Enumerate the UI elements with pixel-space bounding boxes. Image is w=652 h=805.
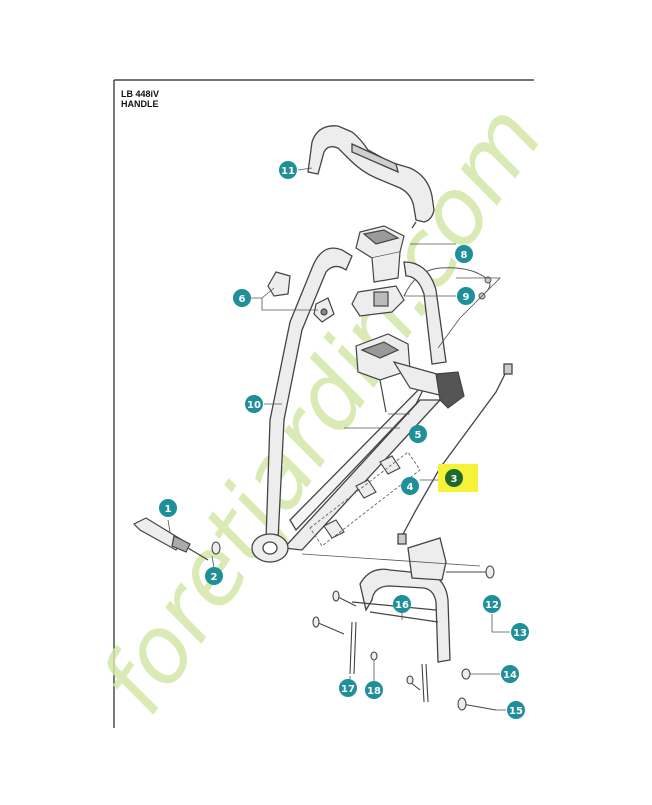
- svg-text:2: 2: [211, 572, 218, 583]
- svg-text:9: 9: [463, 292, 470, 303]
- callouts: 11 8 9 6 10 5 4 3 1 2 12 16 13 14 17 18 …: [159, 161, 529, 719]
- svg-text:8: 8: [461, 250, 468, 261]
- svg-text:16: 16: [395, 600, 409, 611]
- part-main-frame: [265, 247, 447, 551]
- svg-text:5: 5: [415, 430, 422, 441]
- callout-4[interactable]: 4: [401, 477, 419, 495]
- svg-text:14: 14: [503, 670, 517, 681]
- svg-text:18: 18: [367, 686, 381, 697]
- part-pivot: [251, 533, 289, 563]
- page-border: [113, 79, 534, 728]
- part-washer: [211, 541, 221, 555]
- svg-text:13: 13: [513, 628, 527, 639]
- part-bolt-knob: [132, 517, 209, 561]
- callout-14[interactable]: 14: [501, 665, 519, 683]
- svg-text:11: 11: [281, 166, 295, 177]
- svg-text:1: 1: [165, 504, 172, 515]
- callout-1[interactable]: 1: [159, 499, 177, 517]
- watermark: foretjardin.com: [80, 86, 564, 732]
- svg-text:12: 12: [485, 600, 499, 611]
- part-lower-housing: [355, 333, 465, 413]
- part-lower-bracket: [351, 537, 451, 663]
- callout-10[interactable]: 10: [245, 395, 263, 413]
- callout-12[interactable]: 12: [483, 595, 501, 613]
- callout-2[interactable]: 2: [205, 567, 223, 585]
- callout-8[interactable]: 8: [455, 245, 473, 263]
- svg-text:17: 17: [341, 684, 355, 695]
- callout-18[interactable]: 18: [365, 681, 383, 699]
- watermark-text: foretjardin.com: [80, 86, 564, 732]
- callout-13[interactable]: 13: [511, 623, 529, 641]
- part-top-handle: [307, 125, 435, 229]
- callout-3[interactable]: 3: [445, 469, 463, 487]
- svg-text:15: 15: [509, 706, 523, 717]
- callout-16[interactable]: 16: [393, 595, 411, 613]
- svg-text:4: 4: [407, 482, 414, 493]
- callout-5[interactable]: 5: [409, 425, 427, 443]
- callout-17[interactable]: 17: [339, 679, 357, 697]
- svg-text:10: 10: [247, 400, 261, 411]
- part-knob: [267, 271, 335, 323]
- callout-11[interactable]: 11: [279, 161, 297, 179]
- callout-9[interactable]: 9: [457, 287, 475, 305]
- svg-text:3: 3: [451, 474, 458, 485]
- callout-15[interactable]: 15: [507, 701, 525, 719]
- part-control-box: [351, 225, 405, 317]
- part-springs: [349, 621, 429, 703]
- model-title: LB 448iV: [121, 89, 160, 99]
- callout-6[interactable]: 6: [233, 289, 251, 307]
- section-title: HANDLE: [121, 99, 159, 109]
- svg-text:6: 6: [239, 294, 246, 305]
- clip-group-outline: [309, 451, 421, 547]
